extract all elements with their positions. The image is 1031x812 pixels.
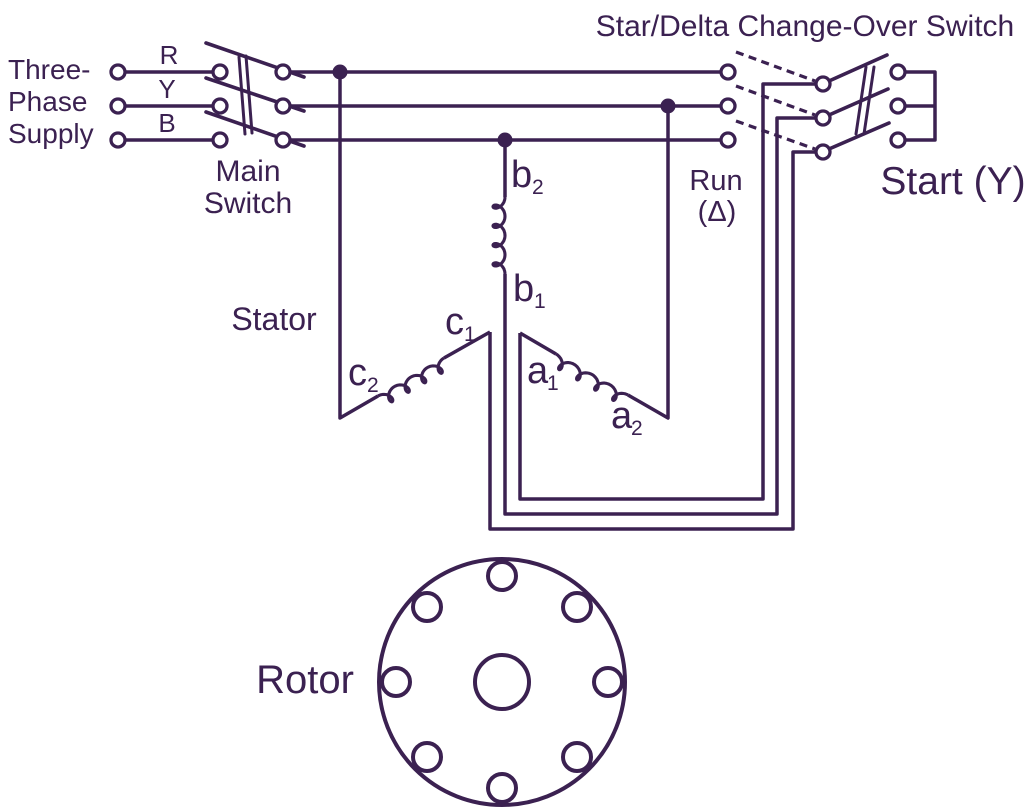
c2-feed-wire: [338, 72, 379, 420]
run-label: Run: [689, 165, 742, 197]
phase-label-y: Y: [158, 74, 175, 104]
rotor-bar-circle: [561, 591, 593, 623]
supply-terminal-b: [109, 131, 127, 149]
y-line-junction-dot: [660, 98, 676, 114]
winding-terminal-labels: b 2 b 1 c 1 c 2 a 1 a 2: [348, 154, 643, 440]
rotor-label: Rotor: [256, 658, 354, 702]
main-switch-left-contact-r: [211, 63, 229, 81]
main-switch-gang-bar-1: [237, 55, 247, 136]
rotor-bar-circle: [561, 741, 593, 773]
changeover-pole-2: [814, 109, 832, 127]
changeover-switch: [735, 50, 937, 151]
changeover-blade-3: [827, 121, 891, 151]
main-switch: [204, 41, 306, 148]
start-label: Start (Y): [880, 160, 1025, 203]
winding-label-c2-sub: 2: [367, 374, 379, 397]
changeover-blade-1: [827, 53, 889, 83]
b1-to-pole2-wire: [503, 116, 816, 516]
main-switch-label-line2: Switch: [204, 187, 292, 220]
run-delta-symbol: (Δ): [698, 196, 737, 228]
run-contact-1: [719, 63, 737, 81]
supply-terminal-r: [109, 63, 127, 81]
start-contact-3: [889, 131, 907, 149]
winding-label-c1-sub: 1: [464, 323, 476, 346]
stator-label: Stator: [231, 301, 317, 337]
winding-label-a1-sub: 1: [547, 372, 559, 395]
changeover-pole-1: [814, 75, 832, 93]
c1-to-pole3-wire: [488, 150, 816, 531]
junction-dots: [332, 64, 676, 148]
rotor-bar-circle: [411, 741, 443, 773]
winding-label-b1-sub: 1: [534, 290, 546, 313]
stator-windings: [338, 72, 816, 531]
c1-wire: [443, 330, 491, 360]
a2-feed-wire: [627, 106, 670, 420]
supply-label-line2: Phase: [8, 86, 87, 117]
winding-label-c1: c: [445, 301, 464, 343]
rotor-bar-circle: [592, 666, 624, 698]
main-switch-gang-bar-2: [244, 54, 254, 135]
rotor-outer-circle: [377, 557, 627, 807]
rotor-bar-circle: [411, 591, 443, 623]
changeover-gang-bar-1: [854, 65, 868, 136]
main-switch-right-contact-y: [274, 97, 292, 115]
b-line-junction-dot: [497, 132, 513, 148]
terminals: [109, 63, 907, 161]
winding-label-b2-sub: 2: [532, 176, 544, 199]
b-winding-coil: [491, 196, 507, 275]
changeover-pole-3: [814, 143, 832, 161]
supply-terminal-y: [109, 97, 127, 115]
phase-label-r: R: [160, 40, 179, 70]
rotor-symbol: [377, 557, 627, 807]
winding-label-a2-sub: 2: [631, 417, 643, 440]
main-switch-left-contact-y: [211, 97, 229, 115]
rotor-shaft-circle: [473, 653, 531, 711]
main-switch-right-contact-r: [274, 63, 292, 81]
run-contact-2: [719, 97, 737, 115]
star-point-bracket: [905, 70, 937, 142]
main-switch-right-contact-b: [274, 131, 292, 149]
phase-label-b: B: [158, 108, 175, 138]
run-position-blade-3: [735, 119, 816, 151]
supply-label-line3: Supply: [8, 118, 94, 149]
rotor-bar-circle: [380, 666, 412, 698]
winding-label-b1: b: [513, 268, 534, 310]
rotor-bar-circle: [486, 560, 518, 592]
winding-label-b2: b: [511, 154, 532, 196]
diagram-title: Star/Delta Change-Over Switch: [596, 10, 1015, 43]
start-contact-2: [889, 97, 907, 115]
run-contact-3: [719, 131, 737, 149]
winding-label-c2: c: [348, 352, 367, 394]
changeover-gang-bar-2: [862, 65, 876, 136]
main-switch-label-line1: Main: [215, 155, 280, 188]
changeover-blade-2: [827, 87, 890, 117]
c-winding-coil: [377, 356, 445, 404]
start-contact-1: [889, 63, 907, 81]
run-position-blade-2: [735, 84, 816, 117]
labels: Star/Delta Change-Over Switch Three- Pha…: [8, 10, 1026, 702]
winding-label-a2: a: [611, 395, 633, 437]
a-winding-coil: [555, 352, 629, 402]
run-position-blade-1: [735, 50, 816, 83]
a1-to-pole1-wire: [518, 82, 816, 501]
main-switch-left-contact-b: [211, 131, 229, 149]
rotor-bar-circle: [486, 772, 518, 804]
a-winding-diagonal: [519, 331, 557, 356]
winding-label-a1: a: [527, 350, 549, 392]
supply-label-line1: Three-: [8, 54, 90, 85]
r-line-junction-dot: [332, 64, 348, 80]
